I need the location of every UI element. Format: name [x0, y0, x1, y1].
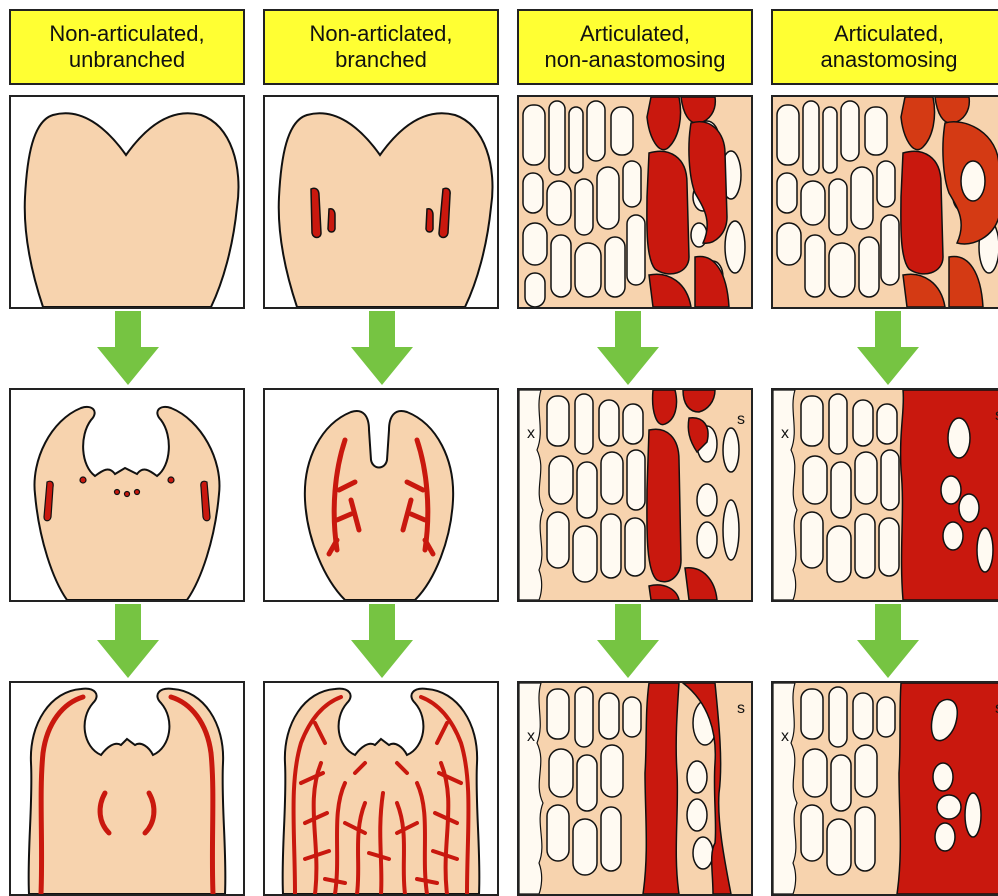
- column-header-non-articulated-branched: Non-articlated,branched: [263, 9, 499, 85]
- header-line1: Non-articulated,: [49, 21, 204, 47]
- embryo-panel-branched-stage1: [263, 95, 499, 309]
- xylem-zone: [773, 390, 797, 600]
- column-header-non-articulated-unbranched: Non-articulated,unbranched: [9, 9, 245, 85]
- embryo-shape: [25, 113, 239, 307]
- down-arrow-icon: [351, 311, 413, 385]
- xylem-label: x: [781, 425, 789, 442]
- embryo-panel-branched-stage3: [263, 681, 499, 896]
- xylem-label: x: [527, 425, 535, 442]
- column-header-articulated-anastomosing: Articulated,anastomosing: [771, 9, 998, 85]
- tissue-panel-non-anastomosing-stage1: [517, 95, 753, 309]
- down-arrow-icon: [597, 311, 659, 385]
- embryo-shape: [305, 411, 453, 600]
- embryo-shape: [29, 689, 226, 894]
- down-arrow-icon: [97, 604, 159, 678]
- xylem-label: x: [527, 728, 535, 745]
- column-header-articulated-non-anastomosing: Articulated,non-anastomosing: [517, 9, 753, 85]
- down-arrow-icon: [597, 604, 659, 678]
- tissue-panel-non-anastomosing-stage3: x s: [517, 681, 753, 896]
- embryo-panel-branched-stage2: [263, 388, 499, 602]
- sieve-label: s: [737, 700, 745, 717]
- xylem-zone: [519, 683, 543, 894]
- header-line1: Articulated,: [821, 21, 958, 47]
- xylem-label: x: [781, 728, 789, 745]
- header-line2: branched: [309, 47, 452, 73]
- xylem-zone: [519, 390, 543, 600]
- header-line2: anastomosing: [821, 47, 958, 73]
- down-arrow-icon: [857, 311, 919, 385]
- parenchyma-cell: [961, 161, 985, 201]
- down-arrow-icon: [351, 604, 413, 678]
- embryo-panel-unbranched-stage1: [9, 95, 245, 309]
- embryo-panel-unbranched-stage3: [9, 681, 245, 896]
- tissue-panel-anastomosing-stage2: x s: [771, 388, 998, 602]
- header-line1: Non-articlated,: [309, 21, 452, 47]
- header-line2: unbranched: [49, 47, 204, 73]
- tissue-panel-anastomosing-stage1: [771, 95, 998, 309]
- embryo-shape: [34, 407, 219, 600]
- tissue-panel-anastomosing-stage3: x s: [771, 681, 998, 896]
- header-line1: Articulated,: [544, 21, 725, 47]
- tissue-panel-non-anastomosing-stage2: x s: [517, 388, 753, 602]
- down-arrow-icon: [97, 311, 159, 385]
- down-arrow-icon: [857, 604, 919, 678]
- sieve-label: s: [737, 411, 745, 428]
- embryo-panel-unbranched-stage2: [9, 388, 245, 602]
- header-line2: non-anastomosing: [544, 47, 725, 73]
- xylem-zone: [773, 683, 797, 894]
